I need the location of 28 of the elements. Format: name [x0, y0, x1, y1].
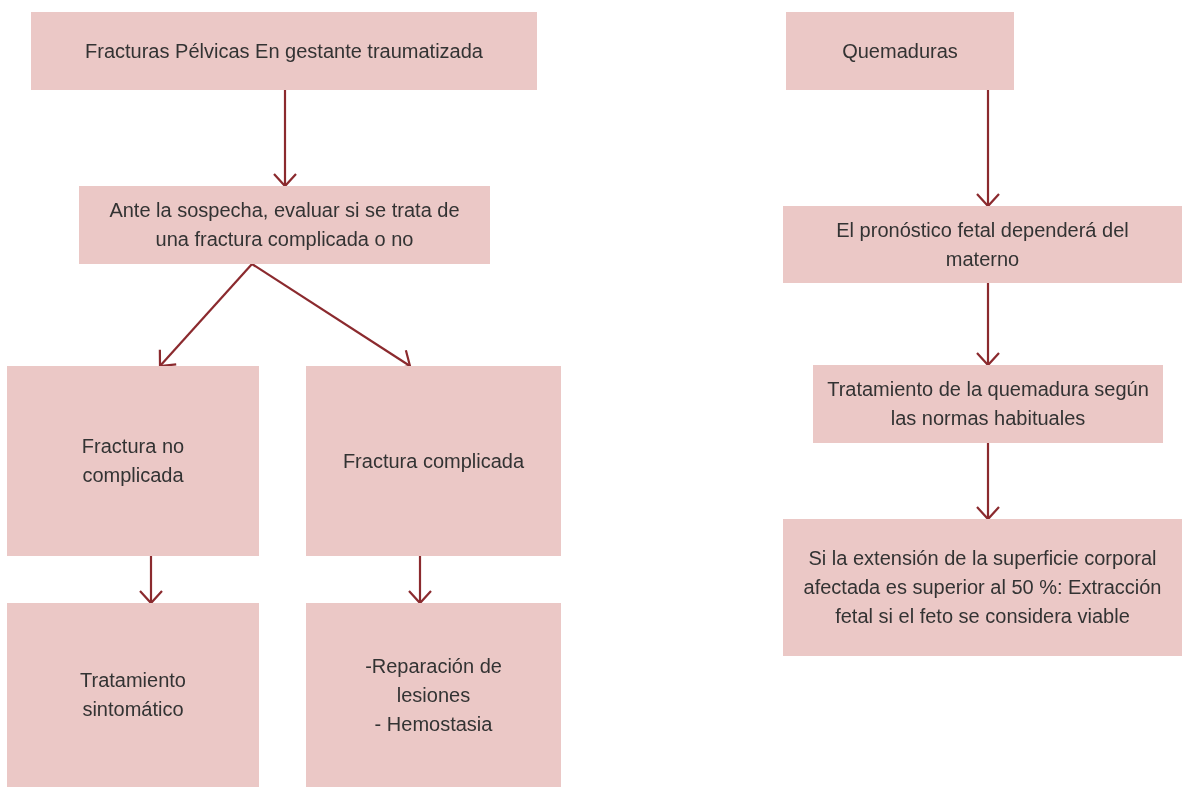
arrow	[407, 556, 433, 605]
box-text: -Reparación de lesiones	[364, 653, 503, 708]
process-box	[783, 206, 1182, 283]
process-box	[783, 519, 1182, 656]
box-text: - Hemostasia	[374, 711, 493, 737]
box-text: Tratamiento de la quemadura según las normas habituales	[826, 377, 1150, 431]
box-text: Tratamiento sintomático	[79, 668, 187, 722]
process-box	[31, 12, 537, 90]
box-text: El pronóstico fetal dependerá del materno	[835, 217, 1130, 272]
process-box	[7, 366, 259, 556]
arrow	[158, 263, 253, 368]
process-box	[813, 365, 1163, 443]
arrow	[272, 90, 298, 188]
process-box	[79, 186, 490, 264]
arrow	[975, 283, 1001, 367]
box-text: Fractura complicada	[342, 448, 525, 474]
process-box	[786, 12, 1014, 90]
box-text: Fracturas Pélvicas En gestante traumatizada	[85, 38, 483, 64]
box-text: Si la extensión de la superficie corporal afectada es superior al 50 %: Extracción fetal si el feto se considera viable	[803, 546, 1162, 629]
process-box	[7, 603, 259, 787]
box-text: Quemaduras	[842, 38, 958, 64]
arrow	[975, 443, 1001, 521]
process-box	[306, 366, 561, 556]
arrow	[138, 556, 164, 605]
box-text: Ante la sospecha, evaluar si se trata de una fractura complicada o no	[108, 198, 461, 252]
process-box	[306, 603, 561, 787]
box-text: Fractura no complicada	[80, 434, 186, 488]
arrow	[975, 90, 1001, 208]
